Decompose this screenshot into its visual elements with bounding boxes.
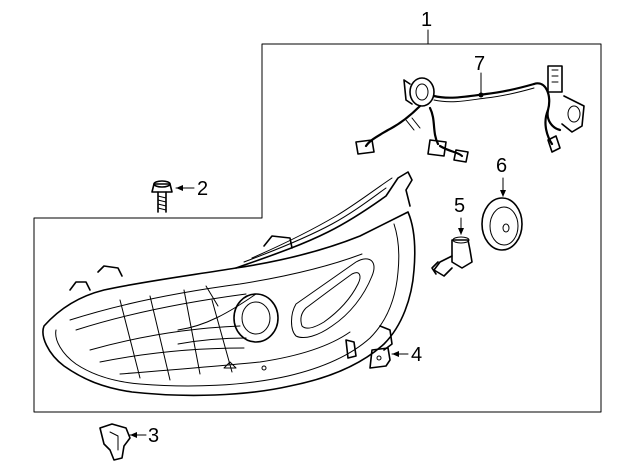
callout-2-label: 2 [197, 178, 208, 200]
callout-4[interactable]: 4 [391, 344, 422, 366]
callout-4-label: 4 [411, 344, 422, 366]
wiring-harness-icon [355, 65, 585, 163]
callout-6[interactable]: 6 [496, 155, 507, 197]
callout-7[interactable]: 7 [474, 53, 485, 98]
assembly-boundary [33, 43, 602, 413]
callout-2[interactable]: 2 [175, 178, 208, 200]
bulb-icon [431, 236, 473, 277]
callout-3-label: 3 [148, 425, 159, 447]
callout-7-label: 7 [474, 53, 485, 75]
callout-3[interactable]: 3 [129, 425, 159, 447]
bolt-icon [151, 180, 173, 213]
callout-1[interactable]: 1 [421, 9, 432, 45]
bracket-icon [369, 347, 391, 369]
callout-5[interactable]: 5 [454, 195, 465, 235]
callout-5-label: 5 [454, 195, 465, 217]
headlamp-assembly-icon [42, 171, 416, 397]
clip-icon [99, 423, 131, 461]
cap-icon [481, 197, 523, 251]
callout-1-label: 1 [421, 9, 432, 31]
callout-6-label: 6 [496, 155, 507, 177]
